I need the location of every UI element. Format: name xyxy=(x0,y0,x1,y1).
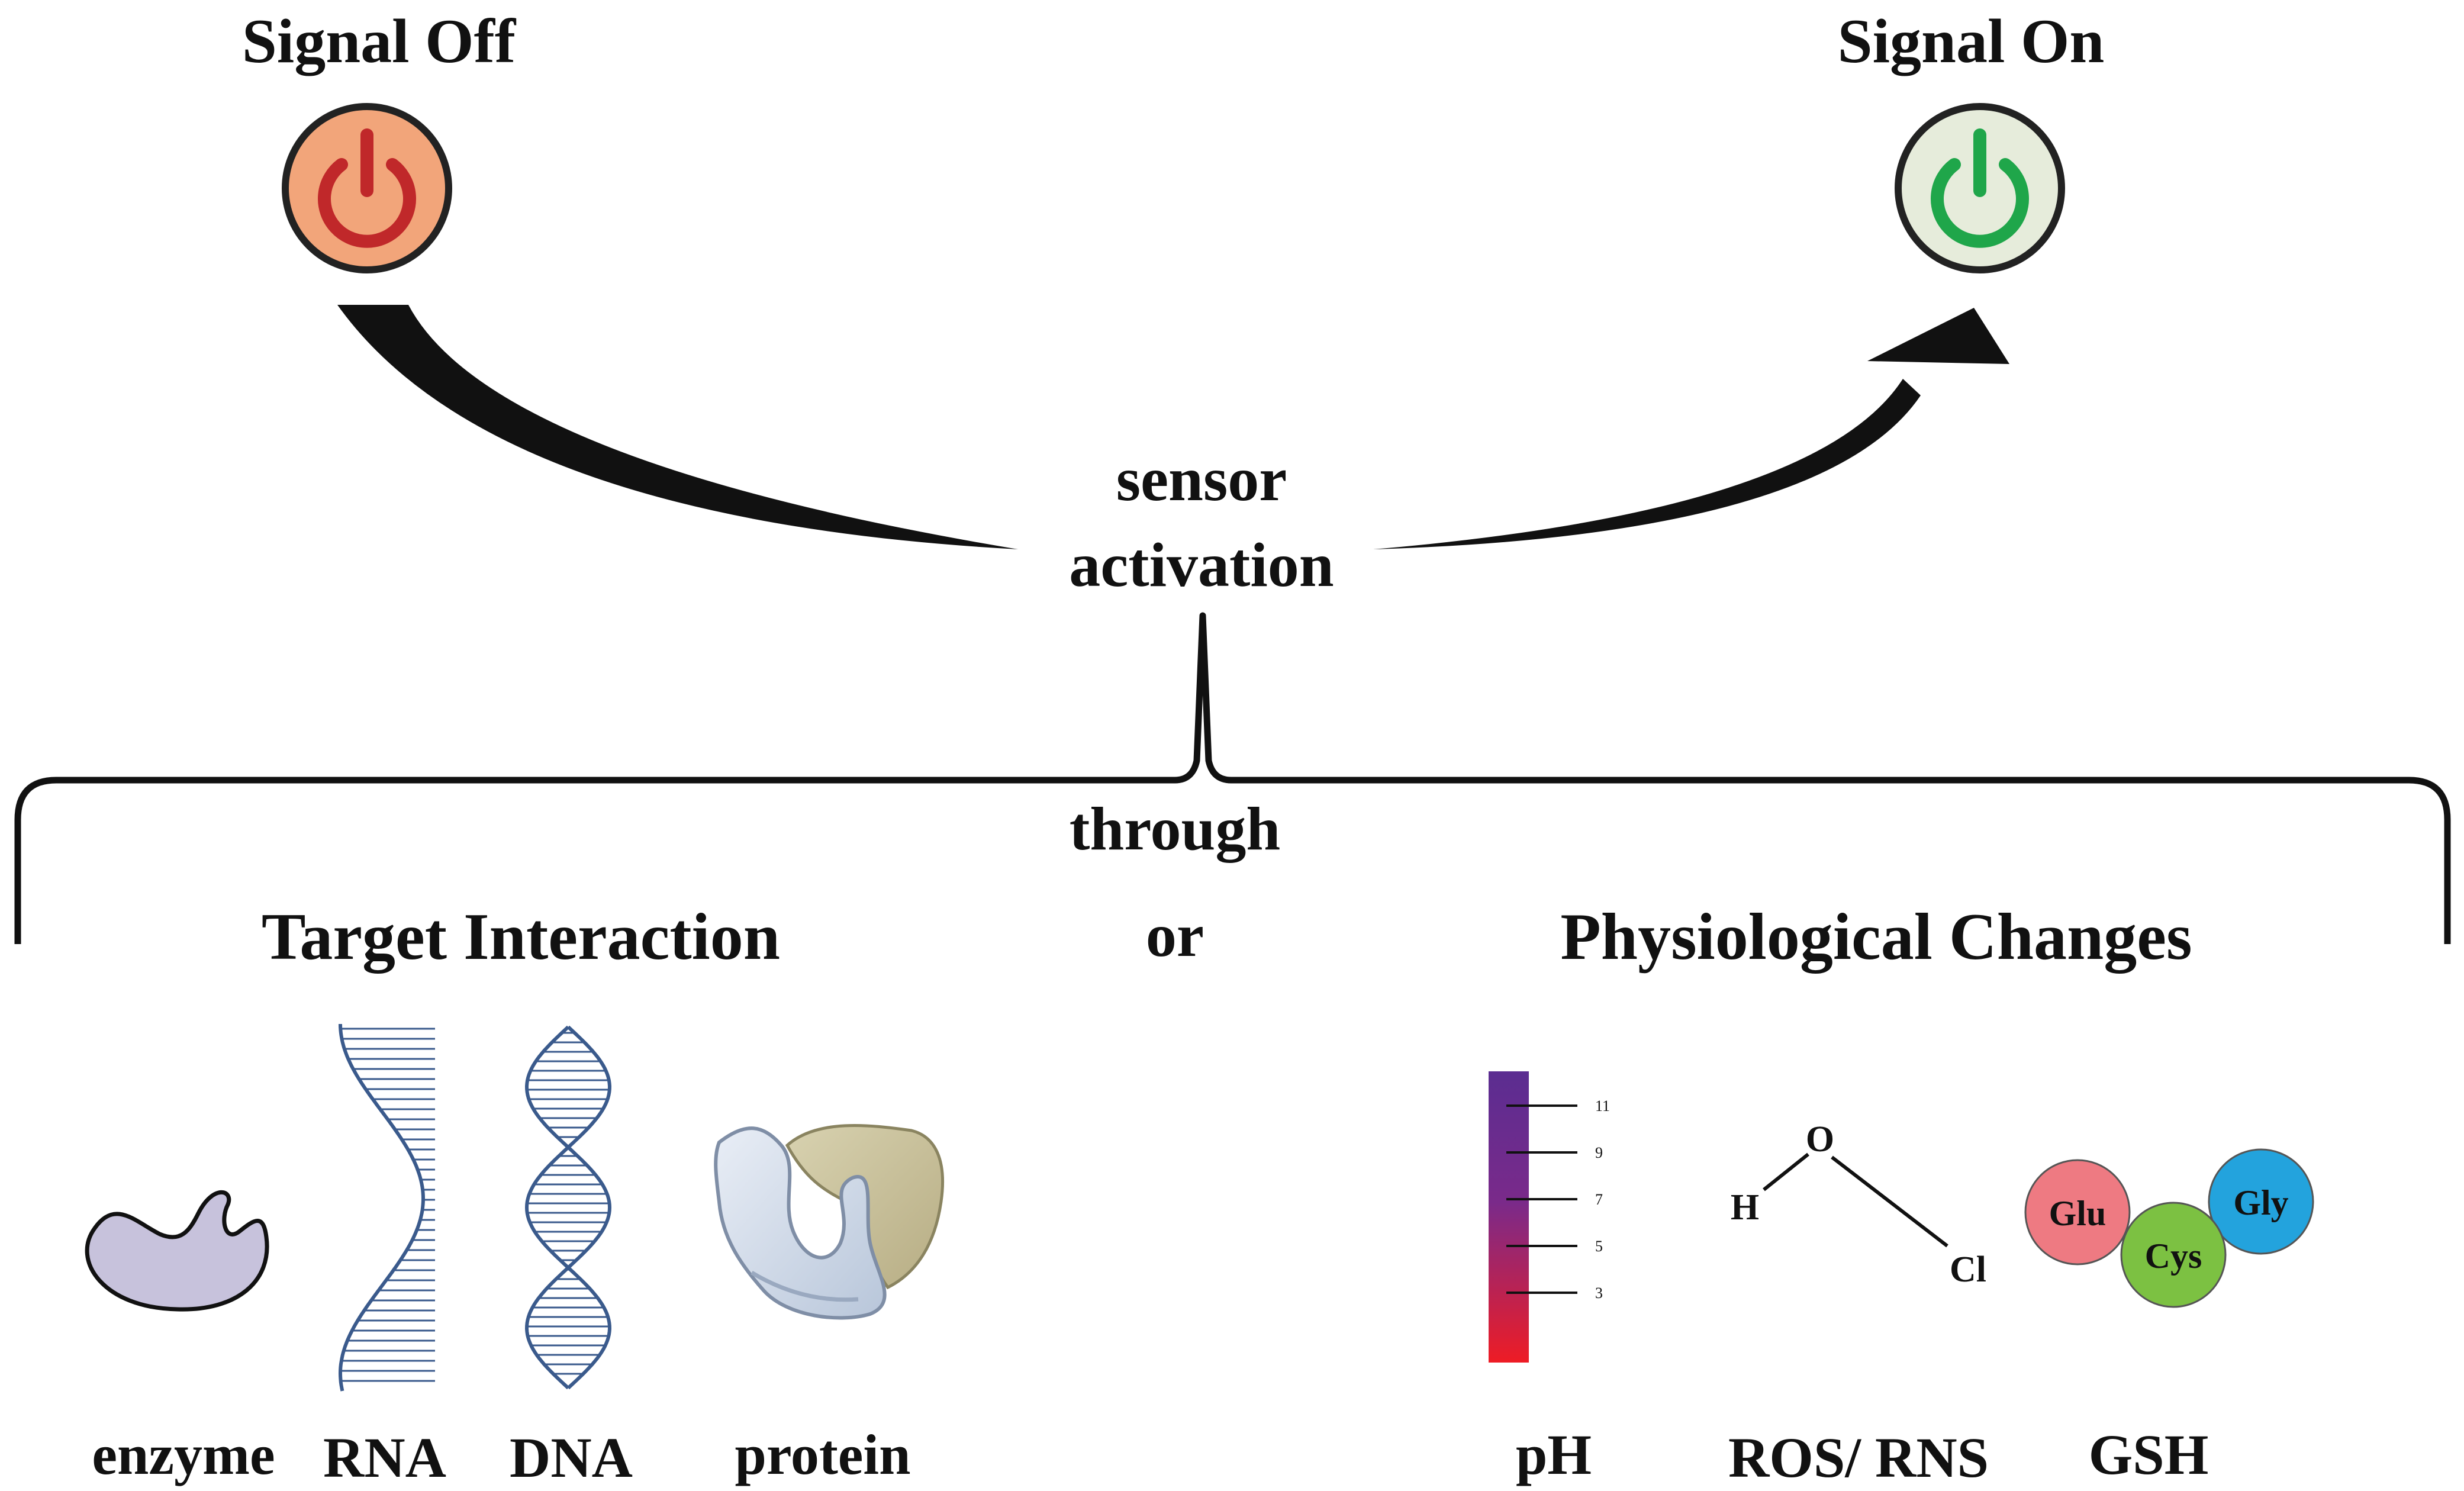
rna-icon xyxy=(338,1023,435,1392)
ph-tick-label: 7 xyxy=(1595,1191,1603,1208)
target-interaction-title: Target Interaction xyxy=(262,900,780,974)
atom-h: H xyxy=(1731,1187,1759,1228)
grouping-brace xyxy=(14,612,2451,944)
residue-cys: Cys xyxy=(2145,1236,2202,1276)
ph-label: pH xyxy=(1516,1423,1592,1486)
center-label-line2: activation xyxy=(1069,530,1334,600)
signal-on-label: Signal On xyxy=(1838,7,2105,76)
gsh-label: GSH xyxy=(2089,1423,2209,1486)
power-on-icon xyxy=(1895,103,2065,273)
power-off-icon xyxy=(282,103,452,273)
dna-icon xyxy=(524,1025,612,1390)
through-label: through xyxy=(1070,795,1280,863)
ph-tick-label: 3 xyxy=(1595,1284,1603,1302)
signal-off-label: Signal Off xyxy=(242,7,517,76)
ph-tick-label: 5 xyxy=(1595,1238,1603,1255)
arrow-left-tail xyxy=(337,305,1018,549)
center-label-line1: sensor xyxy=(1116,445,1287,514)
ros-rns-label: ROS/ RNS xyxy=(1728,1426,1989,1488)
signal-off-group: Signal Off xyxy=(242,7,517,273)
arrow-head-icon xyxy=(1867,308,2009,364)
dna-label: DNA xyxy=(510,1426,633,1488)
rna-label: RNA xyxy=(323,1426,446,1488)
atom-cl: Cl xyxy=(1950,1250,1986,1290)
ph-tick-label: 11 xyxy=(1595,1097,1610,1115)
activation-arrow xyxy=(337,305,2009,549)
signal-on-group: Signal On xyxy=(1838,7,2105,273)
arrow-right-body xyxy=(1373,379,1921,549)
protein-icon xyxy=(714,1123,945,1320)
residue-gly: Gly xyxy=(2233,1183,2288,1222)
physiological-changes-title: Physiological Changes xyxy=(1560,900,2192,974)
gsh-tripeptide-icon: Glu Gly Cys xyxy=(2024,1148,2314,1308)
residue-glu: Glu xyxy=(2049,1194,2107,1233)
enzyme-label: enzyme xyxy=(92,1423,275,1486)
enzyme-icon xyxy=(85,1190,269,1312)
protein-label: protein xyxy=(735,1423,911,1486)
or-label: or xyxy=(1146,901,1204,970)
atom-o: O xyxy=(1806,1119,1834,1160)
ph-scale-icon: 11 9 7 5 3 xyxy=(1489,1071,1610,1363)
ph-tick-label: 9 xyxy=(1595,1144,1603,1161)
hocl-molecule-icon: H O Cl xyxy=(1731,1119,1986,1290)
